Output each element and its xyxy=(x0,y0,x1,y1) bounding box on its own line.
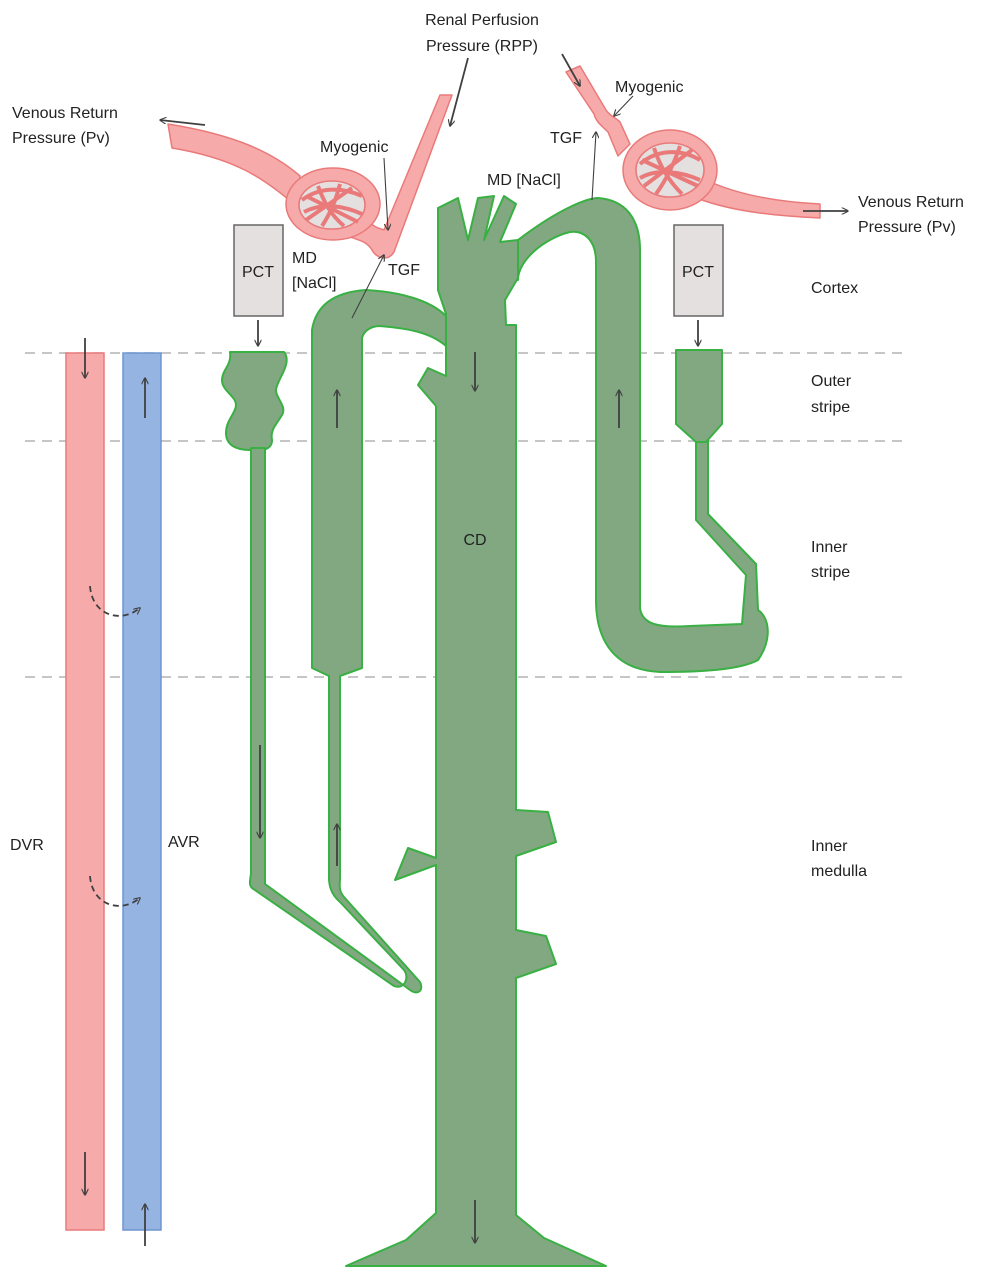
rpp-arrow xyxy=(450,58,468,126)
pct-outlet-left xyxy=(222,352,287,450)
zone-outer-stripe-line1: Outer xyxy=(811,373,852,390)
dvr-vessel xyxy=(66,353,104,1230)
md-label-right: MD [NaCl] xyxy=(487,172,561,189)
loop-of-henle-right xyxy=(518,198,768,672)
myogenic-pointer-right xyxy=(614,96,633,116)
collecting-duct xyxy=(346,196,606,1266)
zone-inner-stripe-line2: stripe xyxy=(811,564,850,581)
pct-outlet-right xyxy=(676,350,722,442)
venous-right-line1: Venous Return xyxy=(858,194,964,211)
zone-outer-stripe-line2: stripe xyxy=(811,399,850,416)
venous-right-line2: Pressure (Pv) xyxy=(858,219,956,236)
zone-inner-stripe-line1: Inner xyxy=(811,539,848,556)
tgf-label-right: TGF xyxy=(550,130,582,147)
myogenic-label-right: Myogenic xyxy=(615,79,683,96)
efferent-arteriole-right xyxy=(702,180,820,218)
efferent-arteriole-left xyxy=(168,124,300,206)
rpp-label-line2: Pressure (RPP) xyxy=(426,38,538,55)
zone-inner-medulla-line2: medulla xyxy=(811,863,867,880)
md-label-left-line1: MD xyxy=(292,250,317,267)
rpp-label-line1: Renal Perfusion xyxy=(425,12,539,29)
tgf-pointer-right xyxy=(592,132,596,200)
avr-vessel xyxy=(123,353,161,1230)
myogenic-pointer-left xyxy=(384,158,388,230)
md-label-left-line2: [NaCl] xyxy=(292,275,336,292)
zone-cortex: Cortex xyxy=(811,280,858,297)
cd-label: CD xyxy=(463,532,486,549)
venous-arrow-left xyxy=(160,120,205,125)
pct-label-right: PCT xyxy=(682,264,714,281)
avr-label: AVR xyxy=(168,834,200,851)
glomerulus-right xyxy=(566,66,820,218)
venous-left-line1: Venous Return xyxy=(12,105,118,122)
dvr-label: DVR xyxy=(10,837,44,854)
pct-label-left: PCT xyxy=(242,264,274,281)
tgf-label-left: TGF xyxy=(388,262,420,279)
loop-of-henle-left xyxy=(250,290,446,992)
zone-inner-medulla-line1: Inner xyxy=(811,838,848,855)
venous-left-line2: Pressure (Pv) xyxy=(12,130,110,147)
glomerulus-left xyxy=(168,95,452,258)
myogenic-label-left: Myogenic xyxy=(320,139,388,156)
